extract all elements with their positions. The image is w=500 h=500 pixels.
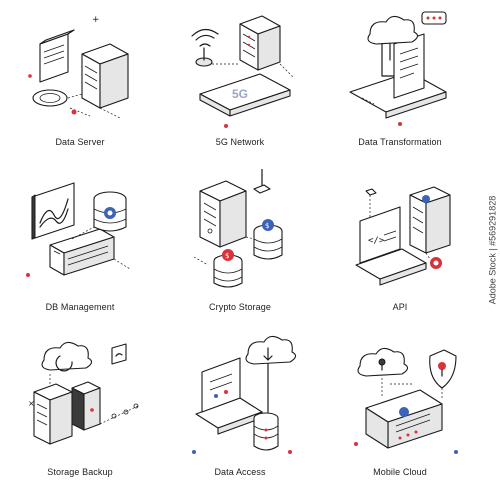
- tile-db-management: DB Management: [0, 165, 160, 330]
- storage-backup-icon: ×: [28, 341, 139, 445]
- db-management-icon: [26, 182, 131, 277]
- svg-text:+: +: [92, 15, 100, 25]
- 5g-text: 5G: [232, 87, 248, 101]
- tile-crypto-storage: $ $ Crypto Storage: [160, 165, 320, 330]
- tile-data-transformation: Data Transformation: [320, 0, 480, 165]
- caption-data-server: Data Server: [55, 137, 105, 147]
- tile-data-access: Data Access: [160, 330, 320, 495]
- data-server-icon: +: [28, 15, 129, 119]
- caption-data-transformation: Data Transformation: [358, 137, 442, 147]
- data-transformation-icon: [349, 11, 447, 126]
- caption-5g-network: 5G Network: [215, 137, 265, 147]
- svg-text:$: $: [225, 252, 229, 260]
- tile-data-server: + Data Server: [0, 0, 160, 165]
- svg-text:$: $: [265, 222, 269, 230]
- caption-mobile-cloud: Mobile Cloud: [373, 467, 427, 477]
- caption-api: API: [392, 302, 408, 312]
- caption-storage-backup: Storage Backup: [47, 467, 113, 477]
- svg-text:</>: </>: [368, 236, 385, 246]
- svg-text:×: ×: [28, 399, 35, 408]
- caption-data-access: Data Access: [214, 467, 266, 477]
- crypto-storage-icon: $ $: [193, 169, 283, 288]
- stock-id-label: Adobe Stock | #569291828: [487, 195, 497, 305]
- caption-db-management: DB Management: [45, 302, 115, 312]
- mobile-cloud-icon: [354, 347, 458, 454]
- tile-mobile-cloud: Mobile Cloud: [320, 330, 480, 495]
- caption-crypto-storage: Crypto Storage: [209, 302, 271, 312]
- tile-5g-network: 5G 5G Network: [160, 0, 320, 165]
- data-access-icon: [192, 335, 297, 454]
- 5g-network-icon: 5G: [191, 15, 295, 128]
- tile-api: </> API: [320, 165, 480, 330]
- side-strip: Adobe Stock | #569291828: [480, 0, 500, 500]
- icon-grid: + Data Server 5G 5G Network: [0, 0, 480, 495]
- tile-storage-backup: × Storage Backup: [0, 330, 160, 495]
- api-icon: </>: [355, 186, 451, 286]
